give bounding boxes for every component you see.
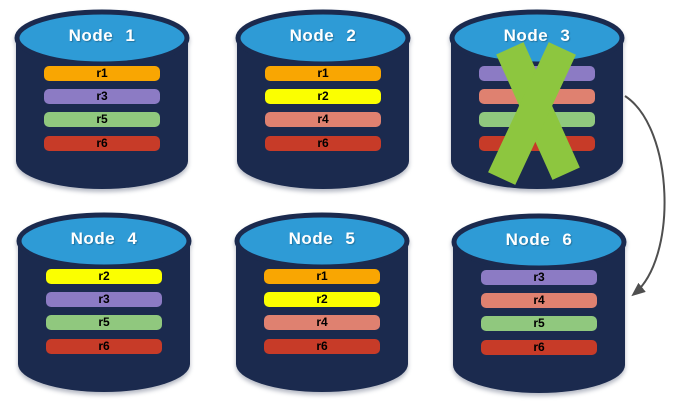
replica-bar: r5 [481,316,597,331]
node-4: Node 4 r2 r3 r5 r6 [16,211,192,395]
node-title: Node 3 [503,26,571,45]
replica-bar [479,112,595,127]
replica-bar: r1 [44,66,160,81]
replica-bar: r6 [264,339,380,354]
replica-bar: r3 [479,66,595,81]
replication-arrow [624,95,666,297]
replica-bar: r4 [264,315,380,330]
replica-bar: r2 [46,269,162,284]
node-6: Node 6 r3 r4 r5 r6 [451,212,627,396]
node-1: Node 1 r1 r3 r5 r6 [14,8,190,192]
replica-bar: r5 [44,112,160,127]
replica-bar: r6 [44,136,160,151]
node-title: Node 2 [289,26,357,45]
replica-bar: r4 [481,293,597,308]
replica-bar: r6 [46,339,162,354]
node-title: Node 1 [68,26,136,45]
replica-bar: r2 [265,89,381,104]
replica-bar [479,136,595,151]
replica-bar: r6 [265,136,381,151]
replica-bar: r6 [481,340,597,355]
node-title: Node 4 [70,229,138,248]
replica-bar: r1 [264,269,380,284]
replica-bar: r3 [46,292,162,307]
replica-bar: r3 [44,89,160,104]
replica-bar: r2 [264,292,380,307]
replica-bar [479,89,595,104]
node-5: Node 5 r1 r2 r4 r6 [234,211,410,395]
node-3: Node 3 r3 [449,8,625,192]
node-2: Node 2 r1 r2 r4 r6 [235,8,411,192]
node-title: Node 5 [288,229,356,248]
replica-bar: r3 [481,270,597,285]
replica-bar: r5 [46,315,162,330]
replica-bar: r1 [265,66,381,81]
node-title: Node 6 [505,230,573,249]
replica-bar: r4 [265,112,381,127]
